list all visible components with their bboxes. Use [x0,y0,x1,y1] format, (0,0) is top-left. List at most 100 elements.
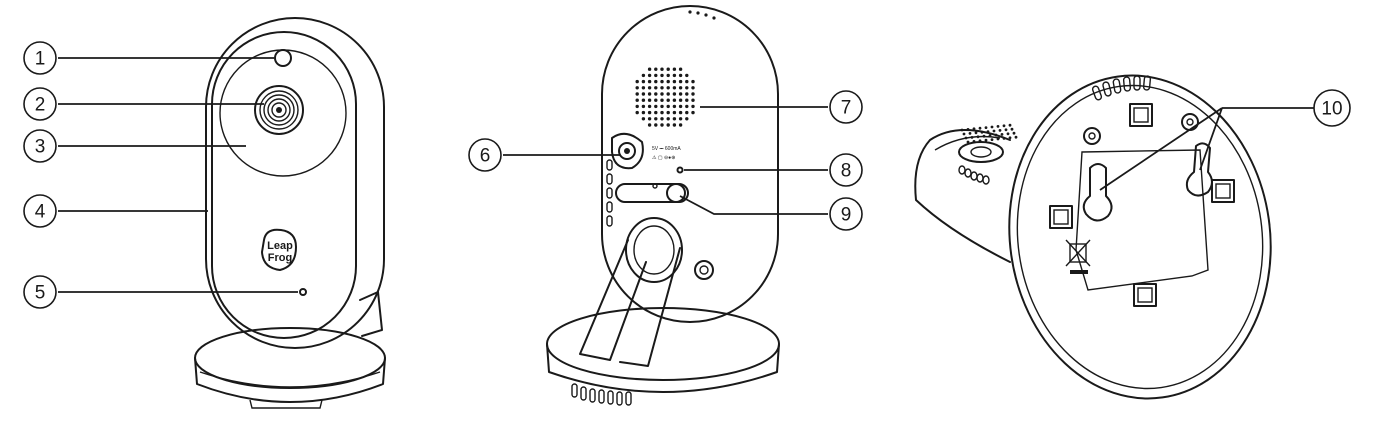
grille-hole [691,98,695,102]
grille-hole [660,86,664,90]
grille-hole [641,79,646,84]
callout-circle-7 [829,90,863,124]
grille-hole [685,73,689,78]
grille-hole [672,98,677,102]
screw-hole-left-inner [1088,132,1096,140]
stand-joint [625,217,683,283]
grille-hole [654,98,658,102]
grille-hole [672,67,677,71]
grille-hole [666,123,670,127]
callout-label-9: 9 [841,205,852,226]
grille-hole [660,117,664,121]
grille-hole [672,117,677,121]
grille-hole [660,92,664,96]
power-port [611,132,644,170]
camera-lens-ring-3 [267,98,291,122]
button-knob [666,183,686,203]
grille-hole [654,79,658,84]
leader-line-10-branches [1099,107,1223,191]
body-dot [984,126,988,129]
body-dot [962,132,966,136]
leader-line-9 [679,195,828,215]
grille-hole [647,92,652,96]
grille-hole [666,92,670,96]
grille-hole [666,86,670,90]
grille-hole [678,98,683,102]
sun-icon [652,183,658,189]
grille-hole [660,67,664,71]
wall-mount-slot-right [1185,142,1213,197]
stand-arm-left [579,239,647,361]
body-dot [1014,135,1018,139]
front-panel [211,31,357,339]
grille-hole [691,92,695,96]
screw-hole-right-inner [1186,118,1194,126]
front-base-foot [249,399,323,409]
base-disc-rim [1016,84,1264,390]
front-base-side [194,357,386,403]
bottom-vents [958,165,990,185]
grille-hole [691,104,695,109]
grille-hole [635,92,639,96]
grille-hole [654,67,658,71]
grille-hole [672,123,677,127]
grille-hole [672,73,677,78]
grille-hole [641,86,646,90]
body-dot [980,130,984,134]
grille-hole [660,73,664,78]
front-body-outer [205,17,385,349]
body-dot [986,130,990,134]
grille-hole [654,92,658,96]
rating-label-line-2: ⚠ ▢ ⊖●⊕ [652,155,675,161]
power-port-socket [618,142,636,160]
grille-hole [672,92,677,96]
power-port-housing [611,132,644,170]
tripod-mount [694,260,714,280]
grille-hole [678,117,683,121]
callout-circle-9 [829,197,863,231]
stand-joint-inner [633,225,675,275]
callout-circle-8 [829,153,863,187]
body-dot [964,136,968,140]
grille-hole [660,79,664,84]
grille-hole [647,110,652,115]
grille-hole [635,110,639,115]
body-dot [966,127,970,131]
callouts: 1 2 3 4 5 6 7 8 9 10 [23,41,1351,309]
grille-hole [647,67,652,71]
grille-hole [647,104,652,109]
microphone-hole [299,288,307,296]
callout-label-10: 10 [1321,99,1342,120]
grille-hole [660,110,664,115]
foot-right [1211,179,1235,203]
grille-hole [647,73,652,78]
callout-circle-10 [1313,89,1351,127]
grille-hole [672,79,677,84]
wall-mount-slot-left [1082,163,1113,222]
body-dot [982,134,986,138]
body-dot [1002,137,1006,140]
callout-label-7: 7 [841,98,852,119]
grille-hole [654,73,658,78]
grille-hole [685,117,689,121]
logo-badge [261,228,297,271]
camera-lens-ring-4 [271,102,287,118]
button-rail [615,183,689,203]
grille-hole [678,67,683,71]
grille-hole [678,104,683,109]
logo-text-line-2: Frog [268,252,292,264]
callout-circle-3 [23,129,57,163]
grille-hole [654,110,658,115]
callout-label-4: 4 [35,202,46,223]
bottom-port-inner [970,146,992,158]
grille-hole [685,86,689,90]
grille-hole [666,110,670,115]
stand-arm-right [619,247,681,367]
grille-hole [635,104,639,109]
grille-hole [654,123,658,127]
rating-label-line-1: 5V ⎓ 600mA [652,146,681,152]
grille-hole [660,104,664,109]
body-dot [960,128,964,132]
grille-hole [691,86,695,90]
body-dot [984,138,988,142]
